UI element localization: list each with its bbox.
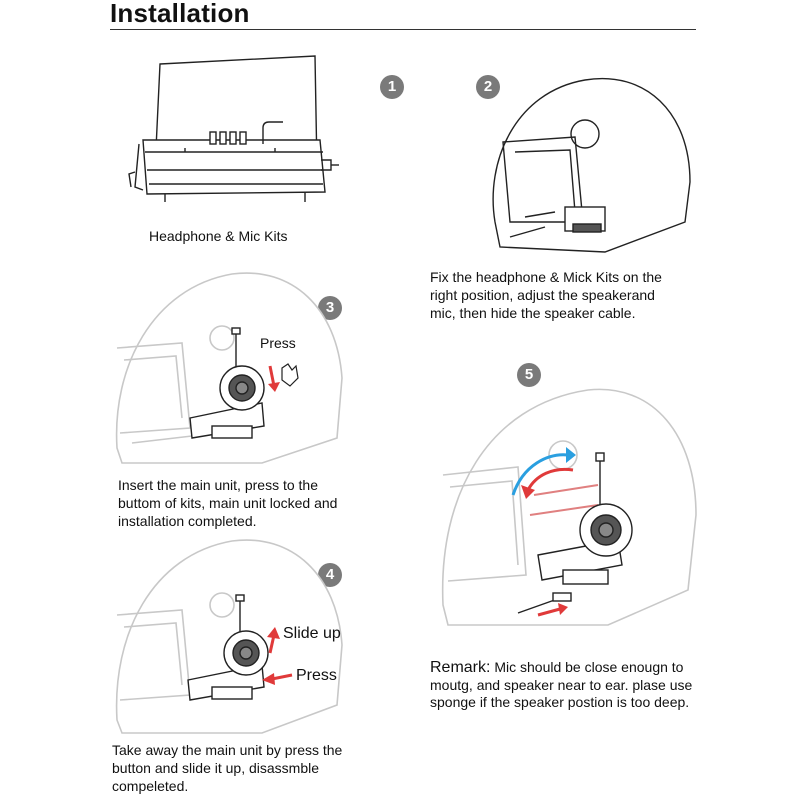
step2-caption: Fix the headphone & Mick Kits on the rig…: [430, 268, 662, 322]
step4-press-label: Press: [296, 667, 337, 685]
headphone-mic-kit-illustration: [125, 52, 345, 217]
page-title: Installation: [110, 0, 250, 29]
helmet-insert-unit-illustration: [112, 268, 352, 468]
step4-caption: Take away the main unit by press the but…: [112, 741, 342, 795]
step4-slide-up-label: Slide up: [283, 625, 341, 643]
title-divider: [110, 29, 696, 30]
helmet-with-kit-illustration: [485, 72, 695, 262]
helmet-adjust-mic-illustration: [438, 375, 698, 635]
step-badge-1: 1: [380, 75, 404, 99]
step1-caption: Headphone & Mic Kits: [149, 227, 288, 245]
step5-remark: Remark: Mic should be close enougn to mo…: [430, 659, 720, 712]
step3-press-label: Press: [260, 335, 296, 351]
remark-lead: Remark:: [430, 659, 490, 676]
step3-caption: Insert the main unit, press to the butto…: [118, 476, 337, 530]
